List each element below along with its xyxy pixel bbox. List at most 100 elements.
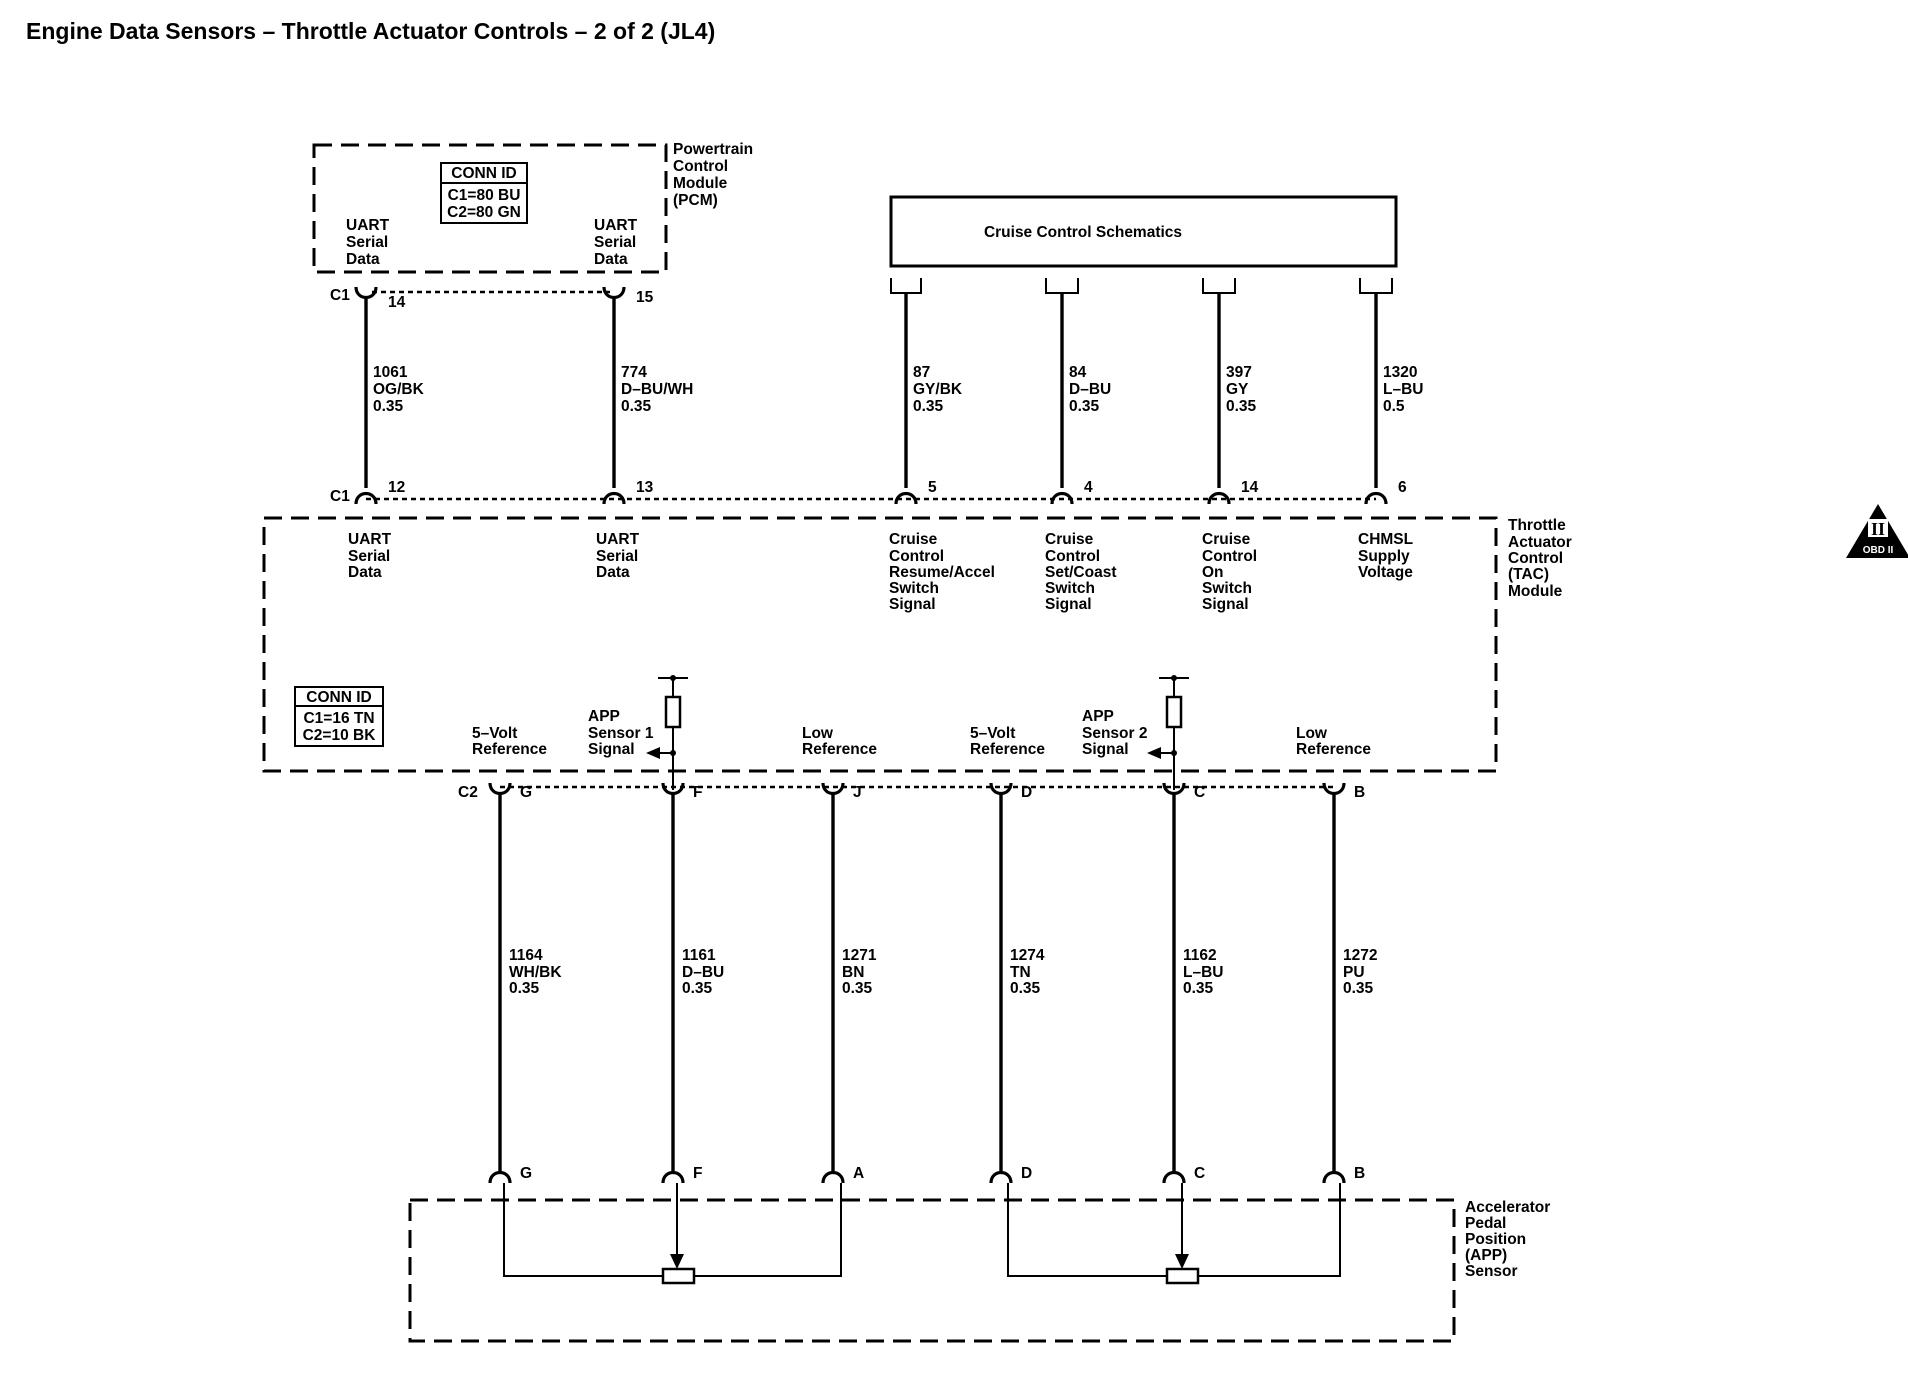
wire-87-color: GY/BK: [913, 381, 963, 398]
tac-name-1: Throttle: [1508, 517, 1566, 534]
wire-1162: 1162 L–BU 0.35: [1183, 947, 1223, 997]
app-name-5: Sensor: [1465, 1263, 1518, 1280]
wire-1320: 1320 L–BU 0.5: [1383, 364, 1423, 415]
tac-pinG-label-2: Reference: [472, 741, 547, 758]
tac-c2-pin-B: B: [1354, 784, 1365, 801]
wire-1320-color: L–BU: [1383, 381, 1423, 398]
pcm-pin14-label-2: Serial: [346, 234, 388, 251]
wire-1271: 1271 BN 0.35: [842, 947, 877, 997]
wire-1271-circuit: 1271: [842, 947, 877, 964]
tac-conn-id-line-2: C2=10 BK: [303, 727, 377, 744]
tac-pin13-label-3: Data: [596, 564, 630, 581]
tac-pin13-label-2: Serial: [596, 548, 638, 565]
tac-pin4-label-4: Switch: [1045, 580, 1095, 597]
tac-c1-pin-4: 4: [1084, 479, 1093, 496]
app-sensor-connector: G F A D C B: [488, 1165, 1365, 1184]
obd-badge-bottom: OBD II: [1863, 545, 1894, 556]
app-pin-A: A: [853, 1165, 864, 1182]
tac-pin12-label-3: Data: [348, 564, 382, 581]
tac-pin5-label-4: Switch: [889, 580, 939, 597]
tac-pinF-label-3: Signal: [588, 741, 635, 758]
wire-397: 397 GY 0.35: [1226, 364, 1257, 415]
tac-c1-label: C1: [330, 488, 350, 505]
wire-87-circuit: 87: [913, 364, 930, 381]
potentiometer-1-icon: [503, 1183, 842, 1285]
tac-c2-pin-C: C: [1194, 784, 1205, 801]
tac-pin14-label-2: Control: [1202, 548, 1257, 565]
app-name-2: Pedal: [1465, 1215, 1506, 1232]
tac-pinJ-label-2: Reference: [802, 741, 877, 758]
app-pin-D: D: [1021, 1165, 1032, 1182]
wire-87: 87 GY/BK 0.35: [913, 364, 963, 415]
lower-wires: [498, 793, 1336, 1172]
wire-1274: 1274 TN 0.35: [1010, 947, 1045, 997]
pcm-name-1: Powertrain: [673, 141, 753, 158]
wire-1061-color: OG/BK: [373, 381, 425, 398]
tac-pinF-label-2: Sensor 1: [588, 725, 654, 742]
tac-pinC-label-1: APP: [1082, 708, 1114, 725]
tac-module: Throttle Actuator Control (TAC) Module U…: [262, 516, 1572, 790]
wire-84-gauge: 0.35: [1069, 398, 1100, 415]
tac-pin6-label-3: Voltage: [1358, 564, 1413, 581]
tac-conn-id-line-1: C1=16 TN: [303, 710, 374, 727]
tac-pin13-label-1: UART: [596, 531, 640, 548]
tac-conn-id-title: CONN ID: [306, 689, 371, 706]
wire-774-gauge: 0.35: [621, 398, 652, 415]
tac-name-4: (TAC): [1508, 566, 1549, 583]
pcm-conn-id-line-1: C1=80 BU: [448, 187, 521, 204]
wire-774: 774 D–BU/WH 0.35: [621, 364, 693, 415]
wire-1164-gauge: 0.35: [509, 980, 540, 997]
wire-1271-gauge: 0.35: [842, 980, 873, 997]
pcm-pin15-label-2: Serial: [594, 234, 636, 251]
tac-pinB-label-2: Reference: [1296, 741, 1371, 758]
wire-1061-circuit: 1061: [373, 364, 408, 381]
tac-pin5-label-2: Control: [889, 548, 944, 565]
pcm-pin-15: 15: [636, 289, 654, 306]
tac-pinJ-label-1: Low: [802, 725, 834, 742]
wire-1161-color: D–BU: [682, 964, 724, 981]
wire-84-color: D–BU: [1069, 381, 1111, 398]
tac-pinF-label-1: APP: [588, 708, 620, 725]
cruise-control-schematics: Cruise Control Schematics: [889, 195, 1398, 294]
wire-774-color: D–BU/WH: [621, 381, 693, 398]
wire-1164-circuit: 1164: [509, 947, 543, 964]
tac-c2-pin-J: J: [853, 784, 862, 801]
wire-1162-color: L–BU: [1183, 964, 1223, 981]
pullup-resistor-sensor-2-icon: [1147, 675, 1189, 790]
tac-c2-pin-D: D: [1021, 784, 1032, 801]
pcm-connector-c1: C1 14 15: [330, 286, 654, 311]
tac-pin12-label-1: UART: [348, 531, 392, 548]
tac-pin14-label-1: Cruise: [1202, 531, 1251, 548]
wire-1162-gauge: 0.35: [1183, 980, 1214, 997]
wire-1161-circuit: 1161: [682, 947, 716, 964]
wire-1164: 1164 WH/BK 0.35: [509, 947, 562, 997]
pcm-pin15-label-1: UART: [594, 217, 638, 234]
tac-pin4-label-1: Cruise: [1045, 531, 1094, 548]
tac-pinC-label-3: Signal: [1082, 741, 1129, 758]
pcm-name-3: Module: [673, 175, 728, 192]
wire-1274-circuit: 1274: [1010, 947, 1045, 964]
wire-87-gauge: 0.35: [913, 398, 944, 415]
tac-pinD-label-2: Reference: [970, 741, 1045, 758]
wire-397-gauge: 0.35: [1226, 398, 1257, 415]
tac-pinC-label-2: Sensor 2: [1082, 725, 1147, 742]
obd-badge-top: II: [1871, 519, 1885, 539]
tac-pin4-label-3: Set/Coast: [1045, 564, 1117, 581]
tac-name-2: Actuator: [1508, 534, 1572, 551]
tac-c1-pin-5: 5: [928, 479, 937, 496]
tac-name-3: Control: [1508, 550, 1563, 567]
obd-ii-warning-triangle-icon: II OBD II: [1846, 504, 1908, 558]
tac-c1-pin-6: 6: [1398, 479, 1407, 496]
tac-pinG-label-1: 5–Volt: [472, 725, 517, 742]
pcm-pin14-label-3: Data: [346, 251, 380, 268]
wire-1162-circuit: 1162: [1183, 947, 1217, 964]
tac-connector-c2: C2 G F J D C B: [458, 782, 1365, 801]
wire-1272: 1272 PU 0.35: [1343, 947, 1377, 997]
wire-1320-circuit: 1320: [1383, 364, 1417, 381]
app-name-4: (APP): [1465, 1247, 1507, 1264]
app-pin-G: G: [520, 1165, 532, 1182]
wire-1272-color: PU: [1343, 964, 1365, 981]
app-pin-F: F: [693, 1165, 702, 1182]
tac-name-5: Module: [1508, 583, 1563, 600]
